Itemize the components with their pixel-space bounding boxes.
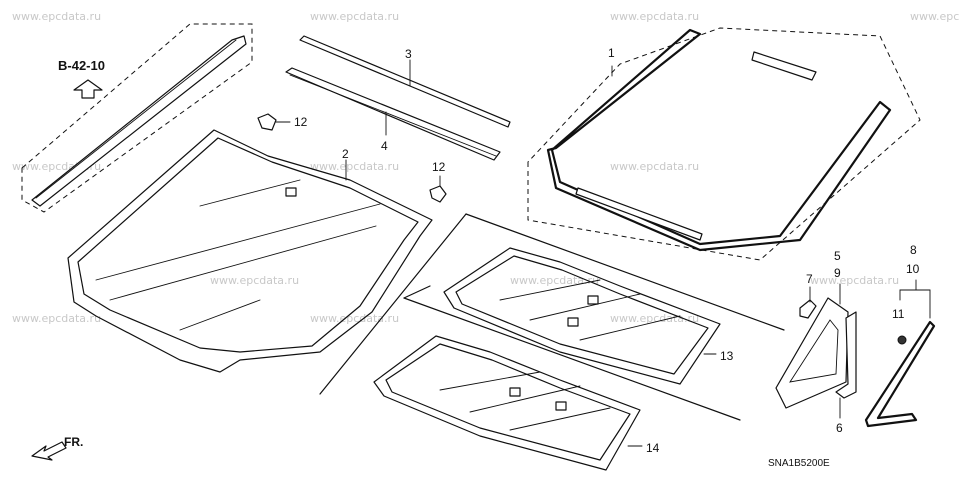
front-label: FR. bbox=[64, 435, 83, 449]
clip-part bbox=[429, 185, 447, 203]
quarter-glass-inner bbox=[789, 319, 839, 383]
callout-5: 5 bbox=[834, 249, 841, 263]
clip-12-upper[interactable]: 12 bbox=[257, 113, 308, 131]
glass-reflection bbox=[499, 279, 601, 301]
frame-seal bbox=[546, 28, 892, 252]
molding-inner-line bbox=[289, 74, 497, 157]
part-1-glass-assembly[interactable]: 1 bbox=[527, 27, 921, 261]
watermark: www.epcdata.ru bbox=[310, 312, 399, 325]
watermark: www.epcdata.ru bbox=[12, 10, 101, 23]
glass-reflection bbox=[579, 315, 681, 341]
callout-14: 14 bbox=[646, 441, 660, 455]
mirror-mount bbox=[587, 295, 599, 305]
watermark: www.epcdata.ru bbox=[310, 160, 399, 173]
watermark: www.epcdata.ru bbox=[310, 10, 399, 23]
lower-strip bbox=[575, 187, 703, 241]
roof-molding-edge bbox=[35, 39, 237, 199]
separator-lines bbox=[319, 213, 785, 421]
diagram-code: SNA1B5200E bbox=[768, 458, 830, 469]
glass-outline bbox=[373, 335, 641, 471]
roof-molding-group bbox=[21, 23, 253, 213]
watermarks: www.epcdata.ru www.epcdata.ru www.epcdat… bbox=[12, 10, 959, 325]
part-14-glass-variant[interactable]: 14 bbox=[373, 335, 660, 471]
watermark: www.epcdata.ru bbox=[810, 274, 899, 287]
callout-3: 3 bbox=[405, 47, 412, 61]
part-3-weatherstrip[interactable]: 3 bbox=[299, 35, 511, 128]
glass-outline bbox=[67, 129, 433, 373]
callout-8: 8 bbox=[910, 243, 917, 257]
divider bbox=[403, 285, 431, 299]
front-arrow-icon bbox=[31, 441, 67, 461]
glass-reflection bbox=[199, 179, 301, 207]
callout-6: 6 bbox=[836, 421, 843, 435]
dashed-outline bbox=[527, 27, 921, 261]
clip-part bbox=[257, 113, 277, 131]
mirror-mount bbox=[555, 401, 567, 411]
clip-7 bbox=[799, 299, 817, 319]
watermark: www.epcdata.ru bbox=[210, 274, 299, 287]
reference-marker[interactable]: B-42-10 bbox=[58, 58, 105, 99]
clip-12-lower[interactable]: 12 bbox=[429, 160, 447, 203]
upper-pad bbox=[751, 51, 817, 81]
quarter-glass-group[interactable]: 5 9 7 6 bbox=[775, 249, 857, 435]
glass-reflection bbox=[179, 299, 261, 331]
mirror-mount bbox=[567, 317, 579, 327]
watermark: www.epcdata.ru bbox=[610, 312, 699, 325]
divider bbox=[403, 297, 741, 421]
glass-reflection bbox=[529, 293, 641, 321]
fastener-11 bbox=[897, 335, 907, 345]
callout-9: 9 bbox=[834, 266, 841, 280]
weatherstrip-strip bbox=[299, 35, 511, 128]
glass-reflection bbox=[95, 203, 381, 281]
callout-12: 12 bbox=[432, 160, 446, 174]
callout-10: 10 bbox=[906, 262, 920, 276]
glass-outline bbox=[443, 247, 721, 385]
side-seal-group[interactable]: 8 10 11 bbox=[864, 243, 936, 428]
divider bbox=[465, 213, 785, 331]
callout-1: 1 bbox=[608, 46, 615, 60]
up-arrow-icon bbox=[73, 79, 103, 99]
divider bbox=[319, 213, 467, 395]
front-direction-indicator: FR. bbox=[31, 435, 83, 461]
mirror-mount bbox=[285, 187, 297, 197]
callout-4: 4 bbox=[381, 139, 388, 153]
part-4-molding[interactable]: 4 bbox=[285, 67, 501, 161]
leader-bracket bbox=[899, 279, 931, 319]
glass-reflection bbox=[469, 385, 581, 413]
side-seal bbox=[864, 320, 936, 428]
reference-code[interactable]: B-42-10 bbox=[58, 58, 105, 73]
part-13-glass-variant[interactable]: 13 bbox=[443, 247, 734, 385]
watermark: www.epcdata.ru bbox=[510, 274, 599, 287]
quarter-seal bbox=[835, 311, 857, 399]
callout-2: 2 bbox=[342, 147, 349, 161]
glass-reflection bbox=[509, 407, 611, 431]
callout-11: 11 bbox=[892, 307, 905, 321]
mirror-mount bbox=[509, 387, 521, 397]
part-2-windshield-glass[interactable]: 2 bbox=[67, 129, 433, 373]
callout-7: 7 bbox=[806, 272, 813, 286]
callout-12: 12 bbox=[294, 115, 308, 129]
roof-molding[interactable] bbox=[31, 35, 247, 207]
watermark: www.epcdata.ru bbox=[610, 160, 699, 173]
glass-inner-outline bbox=[385, 343, 631, 461]
watermark: www.epc bbox=[910, 10, 959, 23]
glass-reflection bbox=[439, 371, 541, 391]
watermark: www.epcdata.ru bbox=[12, 312, 101, 325]
glass-reflection bbox=[109, 225, 377, 301]
watermark: www.epcdata.ru bbox=[610, 10, 699, 23]
glass-inner-outline bbox=[77, 137, 419, 353]
callout-13: 13 bbox=[720, 349, 734, 363]
molding-strip bbox=[285, 67, 501, 161]
glass-inner-outline bbox=[455, 255, 709, 375]
